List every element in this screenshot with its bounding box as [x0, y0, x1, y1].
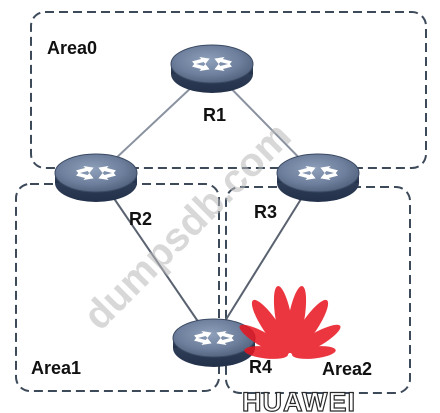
area0-label: Area0: [47, 38, 97, 58]
router-r1-icon: [170, 44, 254, 93]
router-r2-icon: [54, 153, 138, 202]
router-r3-icon: [276, 153, 360, 202]
area2-label: Area2: [322, 359, 372, 379]
area0-border: [30, 11, 427, 169]
huawei-logo-icon: [239, 286, 341, 359]
link-r2-r4: [97, 174, 213, 343]
link-r3-r4: [211, 174, 317, 343]
router-r4-icon: [172, 318, 256, 367]
router-r3-label: R3: [254, 202, 277, 222]
brand-text: HUAWEI: [242, 387, 356, 413]
area1-label: Area1: [31, 358, 81, 378]
router-r2-label: R2: [129, 209, 152, 229]
router-r4-label: R4: [249, 357, 272, 377]
router-r1-label: R1: [203, 105, 226, 125]
